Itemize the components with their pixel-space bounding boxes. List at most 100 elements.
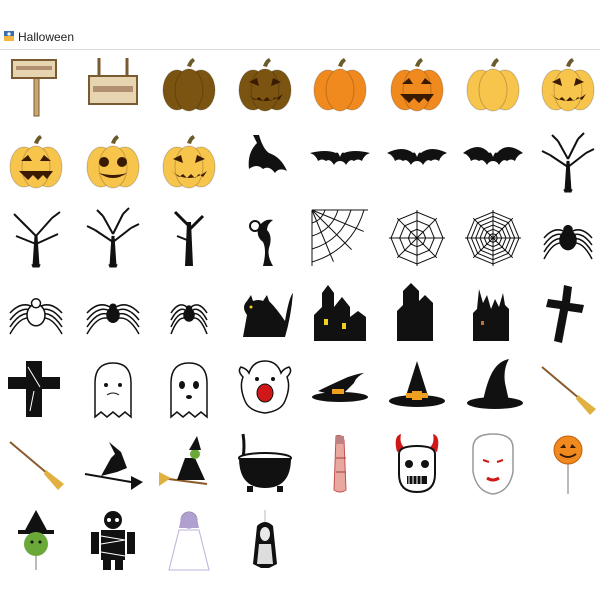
zombie-finger-icon (333, 435, 347, 493)
shape-witch-hat-flat[interactable] (308, 357, 372, 421)
shape-jack-o-lantern-light[interactable] (536, 54, 600, 118)
pumpkin-light-icon (466, 58, 520, 112)
spider-black-icon (543, 224, 593, 260)
broom-icon (541, 366, 596, 415)
shape-jack-o-lantern-wide[interactable] (157, 131, 221, 195)
shape-ghost-cute[interactable] (157, 357, 221, 421)
shape-ghost-scream[interactable] (233, 357, 297, 421)
library-header[interactable]: Halloween (0, 0, 600, 50)
jack-o-lantern-orange-icon (390, 58, 444, 112)
shape-pumpkin-orange[interactable] (308, 54, 372, 118)
signpost-icon (11, 59, 57, 117)
shape-cauldron[interactable] (233, 432, 297, 496)
shape-spider-black[interactable] (536, 206, 600, 270)
shape-bat-flying-thin[interactable] (308, 131, 372, 195)
shape-witch-on-broom[interactable] (157, 432, 221, 496)
shape-spider-small[interactable] (157, 281, 221, 345)
spider-small-icon (170, 304, 208, 335)
shape-zombie-finger[interactable] (308, 432, 372, 496)
shape-corner-cobweb[interactable] (308, 206, 372, 270)
witch-hat-floppy-icon (467, 359, 523, 409)
shape-witch-hat-buckle[interactable] (385, 357, 449, 421)
corner-cobweb-icon (311, 209, 368, 266)
shape-spider-web[interactable] (385, 206, 449, 270)
shape-jack-o-lantern-dark[interactable] (233, 54, 297, 118)
bat-wings-out-icon (463, 147, 523, 165)
shape-broom[interactable] (536, 357, 600, 421)
shape-grave-cross[interactable] (4, 357, 68, 421)
cross-icon (546, 285, 584, 343)
hanging-sign-icon (88, 58, 138, 105)
bare-tree-2-icon (86, 207, 140, 268)
ghost-scream-icon (238, 360, 292, 414)
jack-o-lantern-wide-icon (162, 135, 216, 189)
shape-pumpkin-dark[interactable] (157, 54, 221, 118)
shape-ruined-castle[interactable] (461, 281, 525, 345)
mummy-icon (91, 511, 135, 570)
shape-witch-hat-floppy[interactable] (461, 357, 525, 421)
shape-twisted-tree[interactable] (233, 206, 297, 270)
ruined-castle-icon (473, 289, 509, 341)
bat-hanging-icon (248, 135, 287, 173)
broomstick-icon (9, 441, 64, 490)
black-cat-icon (243, 293, 293, 337)
shape-vampire-mask[interactable] (461, 432, 525, 496)
jack-o-lantern-round-icon (86, 135, 140, 189)
shape-grid (0, 52, 600, 582)
shape-haunted-castle[interactable] (308, 281, 372, 345)
ghost-cute-icon (170, 362, 208, 419)
shape-signpost[interactable] (4, 54, 68, 118)
spider-outline-icon (9, 298, 63, 335)
ghost-girl-icon (168, 511, 210, 571)
shape-ghost-long-hair[interactable] (233, 508, 297, 572)
shape-broomstick[interactable] (4, 432, 68, 496)
witch-silhouette-icon (84, 442, 143, 490)
jack-o-lantern-teeth-icon (9, 135, 63, 189)
bat-flying-icon (387, 149, 447, 165)
shape-jack-o-lantern-orange[interactable] (385, 54, 449, 118)
shape-bare-tree-2[interactable] (81, 206, 145, 270)
pumpkin-dark-icon (162, 58, 216, 112)
witch-on-broom-icon (159, 436, 208, 486)
pumpkin-orange-icon (313, 58, 367, 112)
shape-bat-hanging[interactable] (233, 131, 297, 195)
spider-long-legs-icon (86, 303, 140, 335)
shape-pumpkin-light[interactable] (461, 54, 525, 118)
haunted-castle-icon (314, 285, 366, 341)
shape-spider-long-legs[interactable] (81, 281, 145, 345)
shape-cross[interactable] (536, 281, 600, 345)
vampire-mask-icon (472, 433, 514, 495)
library-title: Halloween (18, 30, 75, 44)
shape-bat-wings-out[interactable] (461, 131, 525, 195)
witch-face-icon (18, 510, 54, 570)
shape-ghost-girl[interactable] (157, 508, 221, 572)
shape-mummy[interactable] (81, 508, 145, 572)
shape-spider-web-dense[interactable] (461, 206, 525, 270)
haunted-house-icon (397, 283, 433, 341)
shape-spider-outline[interactable] (4, 281, 68, 345)
bat-flying-thin-icon (310, 151, 370, 165)
shape-witch-face[interactable] (4, 508, 68, 572)
cauldron-icon (238, 433, 292, 492)
shape-jack-o-lantern-teeth[interactable] (4, 131, 68, 195)
shape-bare-tree-1[interactable] (4, 206, 68, 270)
jack-o-lantern-light-icon (541, 58, 595, 112)
shape-bat-flying[interactable] (385, 131, 449, 195)
shape-jack-o-lantern-round[interactable] (81, 131, 145, 195)
shape-ghost-plain[interactable] (81, 357, 145, 421)
pumpkin-lollipop-icon (553, 435, 583, 494)
shape-dead-tree[interactable] (536, 131, 600, 195)
shape-pumpkin-lollipop[interactable] (536, 432, 600, 496)
twisted-tree-icon (249, 219, 273, 266)
shape-haunted-house[interactable] (385, 281, 449, 345)
witch-hat-flat-icon (312, 373, 368, 402)
shape-black-cat[interactable] (233, 281, 297, 345)
shape-spooky-tree[interactable] (157, 206, 221, 270)
shape-witch-silhouette[interactable] (81, 432, 145, 496)
shape-devil-mask[interactable] (385, 432, 449, 496)
dead-tree-icon (541, 132, 595, 193)
ghost-plain-icon (94, 362, 132, 419)
shape-hanging-sign[interactable] (81, 54, 145, 118)
grave-cross-icon (8, 361, 60, 417)
ghost-long-hair-icon (253, 510, 277, 568)
